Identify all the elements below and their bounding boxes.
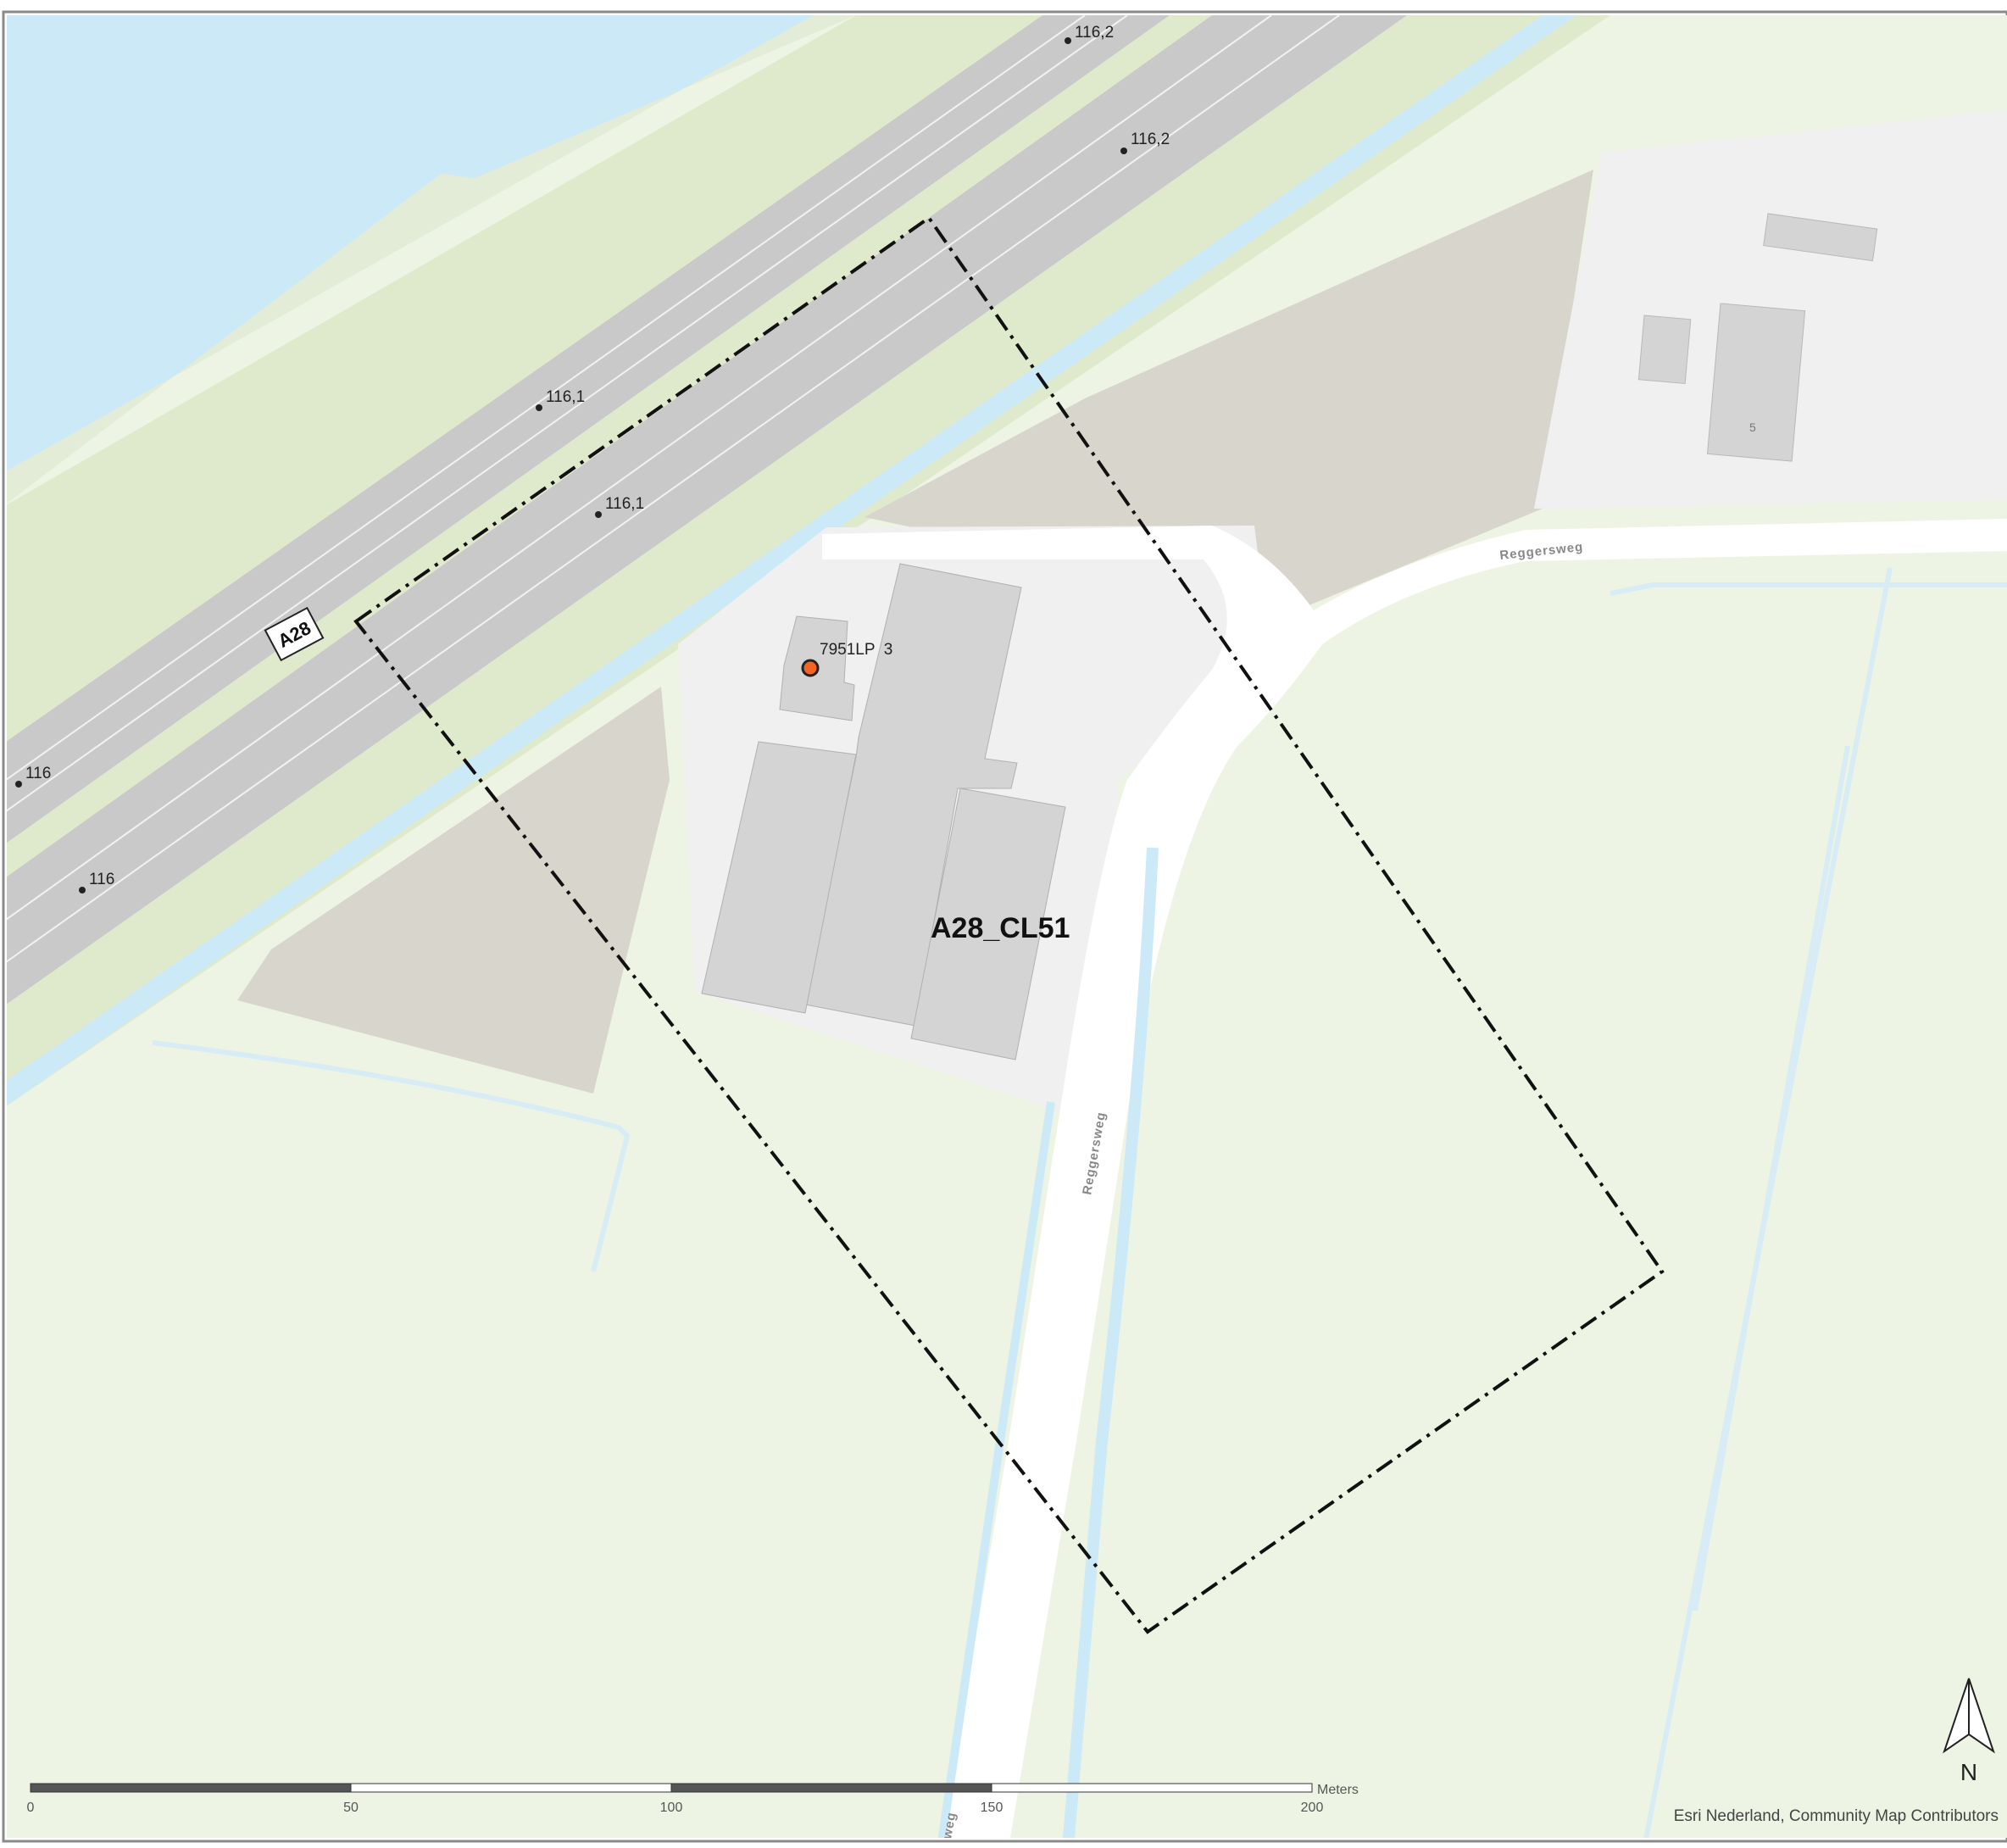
building-northeast-3 [1706, 303, 1806, 462]
building-main-east [910, 788, 1066, 1060]
house-number-label: 5 [1749, 420, 1756, 434]
field-ditch-3 [1609, 582, 2007, 596]
scale-bar: 0 50 100 150 200 Meters [27, 1783, 1359, 1815]
area-boundary-a28-cl51[interactable] [353, 215, 1665, 1634]
field-ditch-4 [152, 1040, 631, 1272]
scale-tick-label: 150 [981, 1801, 1004, 1815]
svg-text:116,2: 116,2 [1075, 24, 1114, 42]
road-reggersweg-east [822, 519, 2007, 1838]
svg-text:116,2: 116,2 [1131, 131, 1170, 148]
svg-text:116,1: 116,1 [605, 495, 644, 513]
address-point-marker-icon[interactable] [801, 659, 820, 677]
svg-text:116: 116 [89, 871, 114, 888]
road-ditch-east [1062, 847, 1159, 1838]
hectometer-marker: 116 [15, 765, 51, 788]
building-main-center [804, 563, 1022, 1027]
building-northeast-1 [1763, 213, 1878, 262]
scale-tick-label: 200 [1301, 1801, 1324, 1815]
hectometer-marker: 116 [79, 871, 114, 893]
building-northeast-2 [1637, 314, 1692, 385]
svg-text:116: 116 [25, 765, 51, 782]
address-point[interactable]: 7951LP 3 [801, 641, 892, 677]
lane-markings [7, 15, 1340, 963]
road-label: weg [940, 1811, 959, 1841]
hectometer-marker: 116,1 [536, 388, 585, 411]
building-main-west [701, 741, 857, 1014]
bare-field-west [237, 687, 670, 1094]
scale-tick-label: 0 [27, 1801, 35, 1815]
field-ditch-2 [1693, 745, 1850, 1611]
scale-unit-label: Meters [1317, 1783, 1359, 1797]
svg-text:116,1: 116,1 [546, 388, 585, 406]
map-attribution: Esri Nederland, Community Map Contributo… [1674, 1807, 1999, 1825]
area-label: A28_CL51 [931, 912, 1070, 944]
svg-text:N: N [1960, 1759, 1977, 1785]
hectometer-marker: 116,2 [1120, 131, 1170, 154]
address-label: 7951LP 3 [820, 641, 892, 659]
scale-tick-label: 100 [660, 1801, 683, 1815]
bare-field-east [865, 170, 1593, 610]
hectometer-marker: 116,1 [595, 495, 644, 518]
highway-shield-a28: A28 [264, 606, 325, 662]
hectometer-marker: 116,2 [1065, 24, 1114, 44]
north-arrow-icon: N [1943, 1678, 1995, 1785]
highway-south-carriageway [7, 15, 1407, 1005]
scale-tick-label: 50 [343, 1801, 359, 1815]
